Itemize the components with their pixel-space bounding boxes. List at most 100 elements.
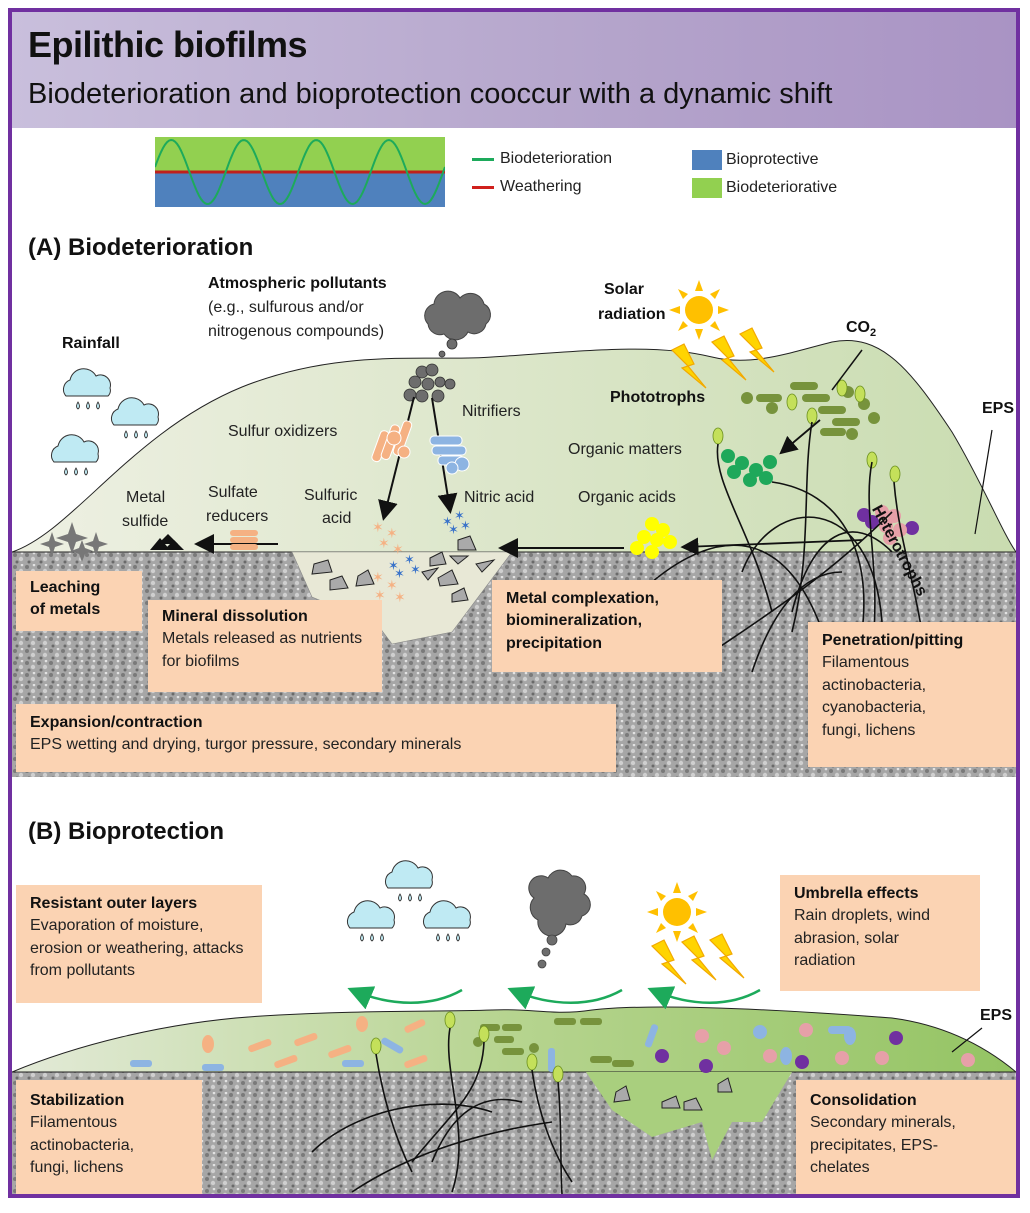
- atmospheric-pollutants-desc-1: (e.g., sulfurous and/or: [208, 299, 364, 316]
- sun-icon: [647, 882, 707, 942]
- organic-acids-label: Organic acids: [578, 489, 676, 506]
- metal-sulfide-label-1: Metal: [126, 489, 166, 506]
- box-title: Mineral dissolution: [162, 608, 308, 625]
- arrow: [378, 396, 415, 521]
- box-body: Evaporation of moisture, erosion or weat…: [30, 917, 244, 980]
- eps-label-a: EPS: [982, 400, 1015, 417]
- organic-acids-icon: [630, 517, 677, 559]
- solar-radiation-label-2: radiation: [598, 306, 666, 323]
- co2-label: CO2: [846, 318, 876, 341]
- co2-pointer-line: [831, 349, 863, 391]
- atmospheric-pollutants-desc-2: nitrogenous compounds): [208, 323, 385, 340]
- svg-text:✶: ✶: [442, 514, 453, 529]
- section-b-title: (B) Bioprotection: [28, 818, 224, 845]
- legend-wave-chart: [155, 137, 445, 207]
- filaments-b-icon: [311, 1027, 573, 1194]
- eps-pointer-line: [974, 429, 993, 535]
- nitrifiers-icon: [429, 435, 470, 475]
- sulfur-oxidizers-icon: [371, 420, 413, 463]
- eps-layer-a: [12, 340, 1016, 553]
- nitric-acid-icon: ✶✶✶✶ ✶✶✶✶: [388, 508, 471, 581]
- svg-text:✶: ✶: [374, 587, 386, 603]
- solar-radiation-bolt-icon: [651, 939, 687, 985]
- deflection-arrow: [507, 986, 623, 1010]
- pollutant-cloud-icon: [528, 869, 591, 937]
- solar-radiation-bolt-icon: [709, 933, 745, 979]
- sulfate-reducers-icon: [230, 530, 258, 550]
- consolidation-zone: [586, 1072, 792, 1160]
- figure-title: Epilithic biofilms: [28, 24, 308, 65]
- rain-cloud-icon: [50, 434, 99, 476]
- box-body: Rain droplets, wind abrasion, solar radi…: [794, 907, 931, 970]
- legend-box-swatch: [692, 178, 722, 198]
- svg-text:✶: ✶: [378, 535, 390, 551]
- metal-sulfide-icon: [150, 534, 184, 550]
- svg-text:✶: ✶: [388, 558, 399, 573]
- box-title: Consolidation: [810, 1092, 917, 1109]
- legend-label: Biodeteriorative: [726, 179, 838, 196]
- metal-sulfide-crystals-icon: [40, 522, 108, 562]
- co2-subscript: 2: [870, 327, 877, 340]
- heterotrophs-icon: [857, 505, 919, 545]
- legend-line-swatch: [472, 185, 494, 189]
- legend-label: Bioprotective: [726, 151, 819, 168]
- sulfur-oxidizers-label: Sulfur oxidizers: [228, 423, 338, 440]
- sun-icon: [669, 280, 729, 340]
- phototrophs-icon: [741, 382, 880, 440]
- legend-item-biodeteriorative: Biodeteriorative: [692, 178, 837, 198]
- legend-item-biodeterioration: Biodeterioration: [472, 150, 612, 168]
- organic-matters-label: Organic matters: [568, 441, 682, 458]
- eps-label-b: EPS: [980, 1007, 1013, 1024]
- svg-text:✶: ✶: [372, 519, 384, 535]
- svg-text:✶: ✶: [460, 518, 471, 533]
- atmospheric-pollutants-label: Atmospheric pollutants: [208, 275, 387, 292]
- nitric-acid-label: Nitric acid: [464, 489, 535, 506]
- arrow: [779, 419, 821, 455]
- legend-item-bioprotective: Bioprotective: [692, 150, 819, 170]
- box-title: Leaching: [30, 579, 101, 596]
- box-title: Umbrella effects: [794, 885, 919, 902]
- box-body: of metals: [30, 601, 101, 619]
- section-a-title: (A) Biodeterioration: [28, 234, 254, 261]
- svg-text:✶: ✶: [454, 508, 465, 523]
- svg-text:✶: ✶: [394, 566, 405, 581]
- co2-text: CO: [846, 319, 870, 336]
- figure-frame: Epilithic biofilms Biodeterioration and …: [8, 8, 1020, 1198]
- box-body: Filamentous actinobacteria, cyanobacteri…: [822, 654, 927, 739]
- expansion-contraction-box: Expansion/contraction EPS wetting and dr…: [16, 704, 616, 772]
- phototrophs-label: Phototrophs: [610, 389, 706, 406]
- box-body: Secondary minerals, precipitates, EPS-ch…: [810, 1114, 956, 1177]
- svg-text:✶: ✶: [448, 522, 459, 537]
- rain-cloud-icon: [384, 860, 433, 902]
- bioprotection-microbes-icon: [130, 1011, 975, 1083]
- metal-sulfide-label-2: sulfide: [122, 513, 169, 530]
- heterotroph-spores-icon: [712, 379, 901, 483]
- box-body: EPS wetting and drying, turgor pressure,…: [30, 736, 462, 754]
- legend-label: Weathering: [500, 178, 582, 195]
- box-title: Stabilization: [30, 1092, 125, 1109]
- svg-text:✶: ✶: [404, 552, 415, 567]
- svg-text:✶: ✶: [386, 525, 398, 541]
- rainfall-label: Rainfall: [62, 335, 120, 352]
- organic-matters-icon: [721, 449, 777, 487]
- metal-complexation-box: Metal complexation, biomineralization, p…: [492, 580, 722, 672]
- box-title: Expansion/contraction: [30, 714, 203, 731]
- sulfate-reducers-label-1: Sulfate: [208, 484, 258, 501]
- arrow: [680, 537, 863, 556]
- svg-text:✶: ✶: [372, 569, 384, 585]
- legend-label: Biodeterioration: [500, 150, 613, 167]
- leaching-box: Leaching of metals: [16, 571, 142, 631]
- svg-text:✶: ✶: [410, 562, 421, 577]
- solar-radiation-bolt-icon: [681, 935, 717, 981]
- pollutant-cloud-icon: [424, 290, 491, 341]
- svg-text:✶: ✶: [394, 589, 406, 605]
- pollutant-particles-icon: [537, 934, 558, 969]
- legend-item-weathering: Weathering: [472, 178, 582, 196]
- sulfuric-acid-label-2: acid: [322, 510, 352, 527]
- box-title: Penetration/pitting: [822, 632, 964, 649]
- rain-cloud-icon: [62, 368, 111, 410]
- eps-pointer-line: [951, 1027, 983, 1053]
- solar-radiation-label-1: Solar: [604, 281, 645, 298]
- deflection-arrow: [347, 986, 463, 1010]
- legend-biodeterioration-wave: [155, 138, 445, 206]
